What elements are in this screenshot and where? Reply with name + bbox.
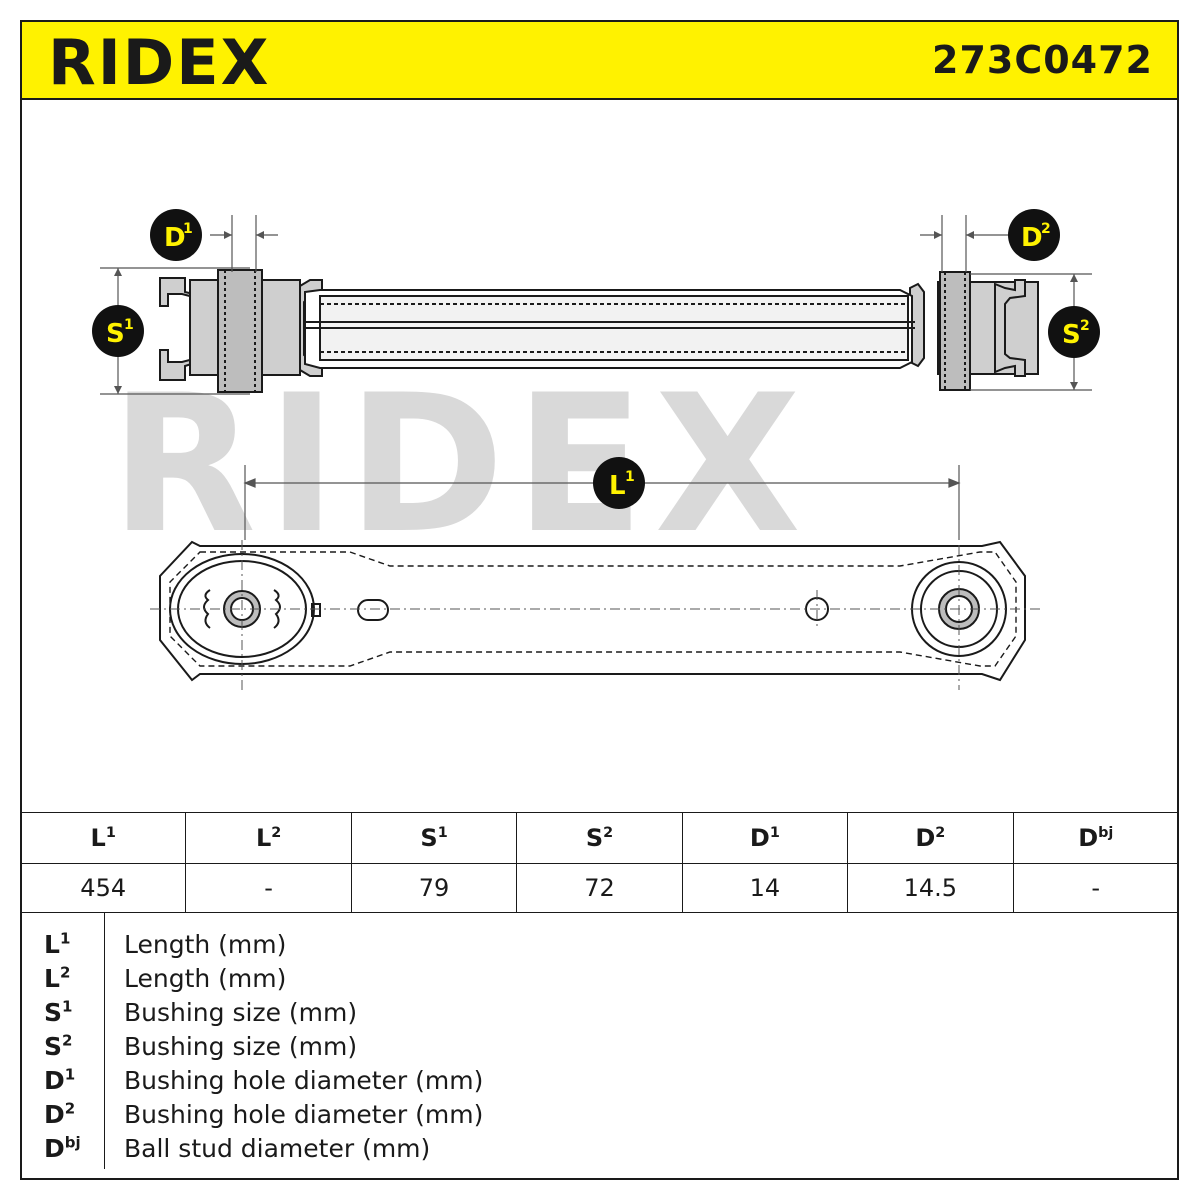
technical-drawing: RIDEX [92,209,1100,690]
legend-row: S2 Bushing size (mm) [20,1030,1179,1064]
callout-d1: D 1 [150,209,202,261]
spec-header-l1: L1 [19,812,187,864]
spec-header-s1: S1 [350,812,518,864]
svg-text:2: 2 [1041,221,1051,237]
spec-header-d2: D2 [847,812,1014,864]
legend-row: S1 Bushing size (mm) [20,996,1179,1030]
svg-text:D: D [164,223,186,253]
svg-text:1: 1 [124,317,134,333]
legend-symbol: D2 [44,1099,76,1129]
spec-value-l2: - [185,863,352,913]
callout-s1: S 1 [92,305,144,357]
legend-symbol: D1 [44,1065,76,1095]
legend-row: L2 Length (mm) [20,962,1179,996]
legend-row: Dbj Ball stud diameter (mm) [20,1132,1179,1166]
legend-description: Bushing size (mm) [124,998,358,1027]
legend-symbol: S2 [44,1031,73,1061]
legend-row: D2 Bushing hole diameter (mm) [20,1098,1179,1132]
header-bar: RIDEX 273C0472 [20,20,1179,100]
part-number: 273C0472 [932,38,1153,82]
legend-symbol: Dbj [44,1133,81,1163]
legend: L1 Length (mm) L2 Length (mm) S1 Bushing… [20,913,1179,1180]
svg-text:S: S [106,319,125,349]
svg-text:1: 1 [183,221,193,237]
legend-divider [104,913,105,1169]
spec-value-row: 454 - 79 72 14 14.5 - [19,863,1180,913]
side-view [159,540,1026,682]
watermark-text: RIDEX [110,354,811,575]
spec-value-dbj: - [1012,863,1180,913]
legend-description: Length (mm) [124,964,287,993]
legend-description: Ball stud diameter (mm) [124,1134,431,1163]
legend-symbol: L2 [44,963,71,993]
svg-text:1: 1 [625,469,635,485]
legend-description: Bushing hole diameter (mm) [124,1100,484,1129]
spec-header-dbj: Dbj [1012,812,1180,864]
legend-description: Length (mm) [124,930,287,959]
spec-table: L1 L2 S1 S2 D1 D2 Dbj 454 - 79 72 14 14.… [19,812,1180,913]
spec-value-s2: 72 [516,863,683,913]
spec-header-row: L1 L2 S1 S2 D1 D2 Dbj [19,812,1180,864]
spec-header-l2: L2 [185,812,352,864]
side-centerlines [150,540,1040,690]
dimension-arrows [114,231,1078,394]
legend-description: Bushing hole diameter (mm) [124,1066,484,1095]
ridex-logo: RIDEX [48,28,270,94]
svg-text:D: D [1021,223,1043,253]
spec-value-d1: 14 [681,863,849,913]
brand-logo-text: RIDEX [48,28,270,94]
callout-d2: D 2 [1008,209,1060,261]
spec-value-d2: 14.5 [847,863,1014,913]
svg-text:2: 2 [1080,318,1090,334]
legend-symbol: S1 [44,997,73,1027]
legend-symbol: L1 [44,929,71,959]
svg-text:S: S [1062,320,1081,350]
legend-description: Bushing size (mm) [124,1032,358,1061]
spec-value-l1: 454 [19,863,187,913]
top-view [159,269,1039,393]
spec-value-s1: 79 [350,863,518,913]
svg-text:L: L [609,471,626,501]
legend-row: L1 Length (mm) [20,928,1179,962]
spec-header-s2: S2 [516,812,683,864]
callout-l1: L 1 [593,457,645,509]
spec-header-d1: D1 [681,812,849,864]
legend-row: D1 Bushing hole diameter (mm) [20,1064,1179,1098]
callout-s2: S 2 [1048,306,1100,358]
